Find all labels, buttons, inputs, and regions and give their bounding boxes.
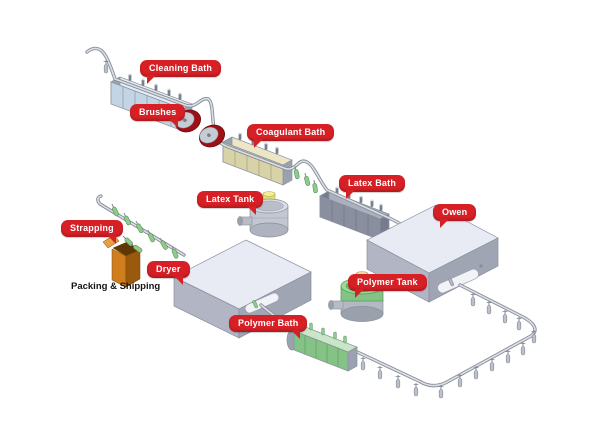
callout-coagulant-bath: Coagulant Bath <box>247 124 335 148</box>
packing-shipping-label: Packing & Shipping <box>71 281 161 292</box>
callout-latex-tank: Latex Tank <box>197 191 264 215</box>
brush-wheel-icon <box>198 124 226 148</box>
callout-brushes: Brushes <box>130 104 186 128</box>
callout-latex-bath: Latex Bath <box>339 175 406 199</box>
coagulant-bath-machine <box>222 132 293 186</box>
polymer-bath-machine <box>286 322 358 372</box>
callout-dryer: Dryer <box>147 261 190 285</box>
callout-polymer-tank: Polymer Tank <box>348 274 427 298</box>
conveyor-rail-return-loop <box>353 283 537 388</box>
latex-tank-machine <box>237 191 289 238</box>
callout-polymer-bath: Polymer Bath <box>229 315 308 339</box>
callout-owen: Owen <box>433 204 477 228</box>
callout-cleaning-bath: Cleaning Bath <box>140 60 222 84</box>
callout-strapping: Strapping <box>61 220 123 244</box>
conveyor-rail-stripping-run <box>96 194 186 257</box>
